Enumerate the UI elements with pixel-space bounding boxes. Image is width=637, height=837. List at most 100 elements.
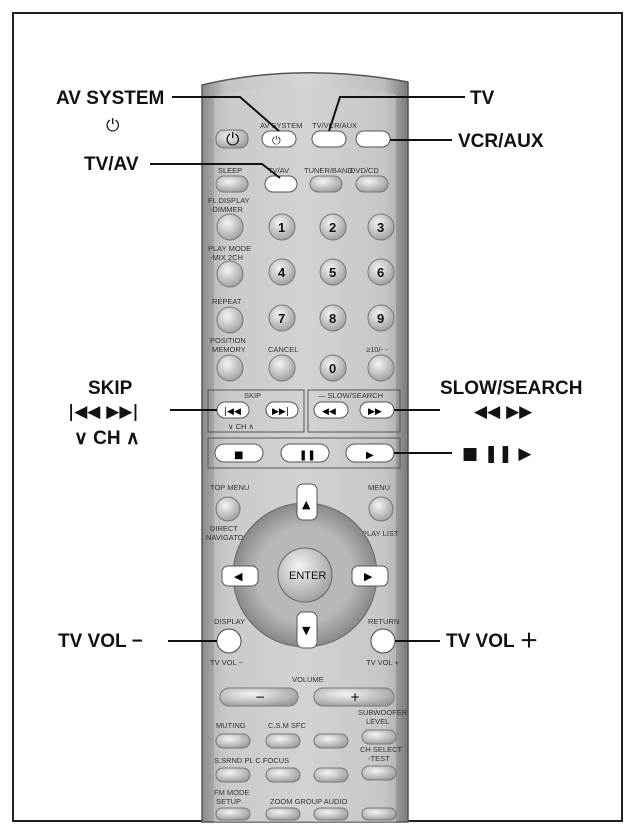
- svg-text:7: 7: [278, 311, 285, 326]
- svg-text:RETURN: RETURN: [368, 617, 399, 626]
- callout-tv-av: TV/AV: [84, 154, 139, 175]
- dpad-right-button[interactable]: [351, 565, 389, 587]
- volume-down-button[interactable]: [219, 687, 299, 707]
- svg-text:TV/VCR/AUX: TV/VCR/AUX: [312, 121, 357, 130]
- svg-text:DVD/CD: DVD/CD: [350, 166, 379, 175]
- svg-text:SLEEP: SLEEP: [218, 166, 242, 175]
- svg-text:VOLUME: VOLUME: [292, 675, 324, 684]
- power-button[interactable]: [215, 129, 249, 149]
- svg-text:≥10/- -: ≥10/- -: [366, 345, 388, 354]
- cancel-button[interactable]: [268, 354, 296, 382]
- svg-text:— SLOW/SEARCH: — SLOW/SEARCH: [318, 391, 383, 400]
- digit-0-button[interactable]: [319, 354, 347, 382]
- stop-button[interactable]: [214, 443, 264, 463]
- subwoofer-button[interactable]: [361, 729, 397, 745]
- svg-text:CANCEL: CANCEL: [268, 345, 298, 354]
- c-focus-button[interactable]: [313, 767, 349, 783]
- menu-button[interactable]: [368, 496, 394, 522]
- play-mode-button[interactable]: [216, 260, 244, 288]
- svg-text:TUNER/BAND: TUNER/BAND: [304, 166, 353, 175]
- svg-text:6: 6: [377, 265, 384, 280]
- svg-text:◀◀: ◀◀: [322, 407, 336, 417]
- enter-button[interactable]: [277, 547, 333, 603]
- pl-button[interactable]: [265, 767, 301, 783]
- svg-text:TOP MENU: TOP MENU: [210, 483, 249, 492]
- volume-up-button[interactable]: [313, 687, 395, 707]
- dpad-left-button[interactable]: [221, 565, 259, 587]
- digit-5-button[interactable]: [319, 258, 347, 286]
- digit-4-button[interactable]: [268, 258, 296, 286]
- callout-skip: SKIP: [88, 378, 133, 399]
- zoom-button[interactable]: [265, 807, 301, 821]
- group-button[interactable]: [313, 807, 349, 821]
- svg-text:−: −: [255, 690, 265, 704]
- svg-text:LEVEL: LEVEL: [366, 717, 389, 726]
- return-button[interactable]: [370, 628, 396, 654]
- digit-9-button[interactable]: [367, 304, 395, 332]
- muting-button[interactable]: [215, 733, 251, 749]
- callout-ch: ∨ CH ∧: [74, 428, 140, 449]
- svg-text:▶▶: ▶▶: [368, 407, 382, 417]
- svg-text:REPEAT: REPEAT: [212, 297, 242, 306]
- svg-text:4: 4: [278, 265, 286, 280]
- csm-button[interactable]: [265, 733, 301, 749]
- ch-select-button[interactable]: [361, 765, 397, 781]
- audio-button[interactable]: [361, 807, 397, 821]
- callout-slow-symbols: ◀◀ ▶▶: [474, 402, 533, 422]
- callout-slow-search: SLOW/SEARCH: [440, 378, 583, 399]
- svg-text:⏻: ⏻: [272, 134, 281, 147]
- svg-text:PLAY MODE: PLAY MODE: [208, 244, 251, 253]
- svg-text:|◀◀: |◀◀: [224, 407, 241, 417]
- position-memory-button[interactable]: [216, 354, 244, 382]
- svg-text:ZOOM GROUP AUDIO: ZOOM GROUP AUDIO: [270, 797, 348, 806]
- sfc-button[interactable]: [313, 733, 349, 749]
- svg-text:POSITION: POSITION: [210, 336, 246, 345]
- digit-2-button[interactable]: [319, 213, 347, 241]
- svg-text:▶: ▶: [364, 570, 373, 583]
- display-button[interactable]: [216, 628, 242, 654]
- slow-rewind-button[interactable]: [313, 401, 349, 419]
- vcr-aux-button[interactable]: [355, 130, 391, 148]
- s-srnd-button[interactable]: [215, 767, 251, 783]
- tuner-band-button[interactable]: [309, 175, 343, 193]
- fm-mode-button[interactable]: [215, 807, 251, 821]
- digit-1-button[interactable]: [268, 213, 296, 241]
- digit-8-button[interactable]: [319, 304, 347, 332]
- svg-text:NAVIGATOR: NAVIGATOR: [206, 533, 250, 542]
- svg-text:MUTING: MUTING: [216, 721, 246, 730]
- tv-button[interactable]: [311, 130, 347, 148]
- dvd-cd-button[interactable]: [355, 175, 389, 193]
- top-menu-button[interactable]: [215, 496, 241, 522]
- dpad-down-button[interactable]: [296, 611, 318, 649]
- svg-text:∨ CH ∧: ∨ CH ∧: [228, 422, 254, 431]
- svg-text:CH SELECT: CH SELECT: [360, 745, 403, 754]
- svg-text:8: 8: [329, 311, 336, 326]
- fl-display-button[interactable]: [216, 213, 244, 241]
- svg-text:SUBWOOFER: SUBWOOFER: [358, 708, 408, 717]
- skip-next-button[interactable]: [265, 401, 299, 419]
- dpad-up-button[interactable]: [296, 483, 318, 521]
- svg-text:ENTER: ENTER: [289, 570, 326, 582]
- digit-7-button[interactable]: [268, 304, 296, 332]
- pause-button[interactable]: [280, 443, 330, 463]
- svg-text:MENU: MENU: [368, 483, 390, 492]
- svg-text:■: ■: [234, 450, 243, 461]
- svg-text:TV/AV: TV/AV: [268, 166, 289, 175]
- callout-transport-symbols: ■ ❚❚ ▶: [462, 444, 532, 464]
- callout-tv: TV: [470, 88, 495, 109]
- tv-av-button[interactable]: [264, 175, 298, 193]
- sleep-button[interactable]: [215, 175, 249, 193]
- svg-text:S.SRND PL C.FOCUS: S.SRND PL C.FOCUS: [214, 756, 289, 765]
- repeat-button[interactable]: [216, 306, 244, 334]
- digit-6-button[interactable]: [367, 258, 395, 286]
- svg-text:-MIX 2CH: -MIX 2CH: [210, 253, 243, 262]
- svg-text:▶▶|: ▶▶|: [272, 407, 289, 417]
- svg-text:DIRECT: DIRECT: [210, 524, 238, 533]
- ge10-button[interactable]: [367, 354, 395, 382]
- svg-text:PLAY LIST: PLAY LIST: [362, 529, 399, 538]
- svg-text:5: 5: [329, 265, 336, 280]
- digit-3-button[interactable]: [367, 213, 395, 241]
- svg-text:FM MODE: FM MODE: [214, 788, 249, 797]
- svg-text:3: 3: [377, 220, 384, 235]
- svg-text:FL DISPLAY: FL DISPLAY: [208, 196, 250, 205]
